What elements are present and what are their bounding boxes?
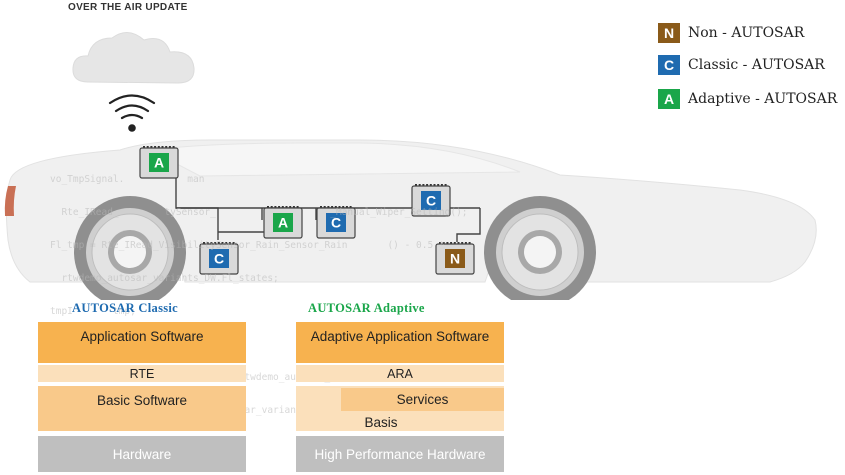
legend-label: Classic - AUTOSAR (688, 57, 825, 73)
legend-label: Adaptive - AUTOSAR (688, 91, 838, 107)
ecu-chip-front-bottom: C (199, 242, 239, 275)
classic-hardware-layer: Hardware (38, 436, 246, 472)
adaptive-services-layer: Services (341, 388, 504, 411)
adaptive-high-performance-hardware-layer: High Performance Hardware (296, 436, 504, 472)
legend-badge-n: N (658, 23, 680, 43)
classic-basic-software-layer: Basic Software (38, 386, 246, 431)
legend-badge-a: A (658, 89, 680, 109)
ecu-letter: A (278, 215, 288, 231)
cloud-icon (72, 32, 195, 84)
classic-application-software-layer: Application Software (38, 322, 246, 363)
classic-rte-layer: RTE (38, 365, 246, 382)
adaptive-ara-layer: ARA (296, 365, 504, 382)
car-silhouette-icon (4, 139, 817, 300)
wifi-signal-icon (108, 94, 156, 132)
legend-item-non-autosar: N Non - AUTOSAR (658, 22, 804, 44)
legend-badge-c: C (658, 55, 680, 75)
adaptive-basis-layer: Basis (364, 414, 398, 430)
ecu-chip-roof: A (139, 146, 179, 179)
ecu-letter: A (154, 155, 164, 171)
ecu-letter: C (426, 193, 436, 209)
adaptive-stack-title: AUTOSAR Adaptive (308, 301, 425, 315)
classic-stack-title: AUTOSAR Classic (72, 301, 179, 315)
ecu-letter: N (450, 251, 460, 267)
ecu-chip-rear-top: C (411, 184, 451, 217)
ecu-chip-center-left: A (263, 206, 303, 239)
ecu-letter: C (331, 215, 341, 231)
legend-label: Non - AUTOSAR (688, 25, 805, 41)
ecu-chip-center-right: C (316, 206, 356, 239)
ota-title: OVER THE AIR UPDATE (68, 2, 188, 13)
ecu-letter: C (214, 251, 224, 267)
legend-item-classic-autosar: C Classic - AUTOSAR (658, 54, 825, 76)
ecu-chip-rear-bottom: N (435, 242, 475, 275)
legend-item-adaptive-autosar: A Adaptive - AUTOSAR (658, 88, 837, 110)
adaptive-application-software-layer: Adaptive Application Software (296, 322, 504, 363)
